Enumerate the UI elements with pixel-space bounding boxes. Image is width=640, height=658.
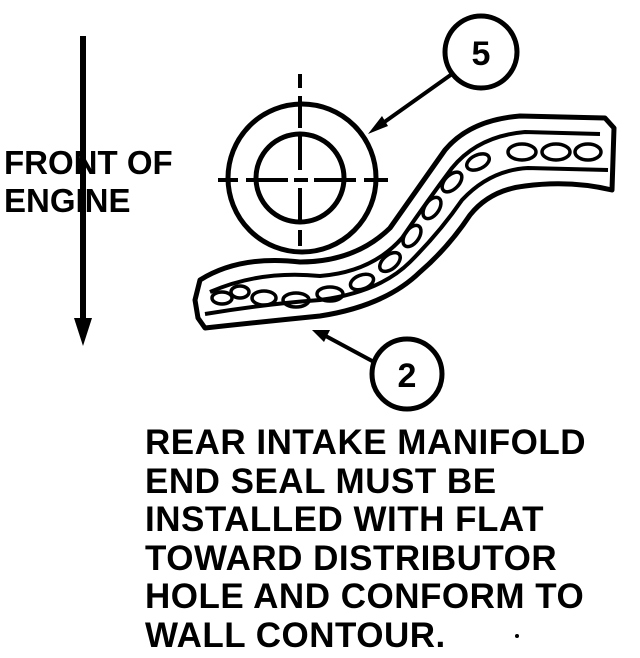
- direction-label-line2: ENGINE: [4, 182, 131, 219]
- callout-2-number: 2: [398, 357, 417, 395]
- caption-line-3: INSTALLED WITH FLAT: [145, 500, 544, 539]
- front-direction-arrow: [74, 36, 92, 346]
- distributor-hole: [218, 74, 388, 255]
- end-seal: [192, 113, 617, 331]
- direction-label-line1: FRONT OF: [4, 144, 173, 181]
- callout-5-number: 5: [472, 35, 491, 73]
- caption: REAR INTAKE MANIFOLD END SEAL MUST BE IN…: [145, 423, 625, 655]
- caption-line-1: REAR INTAKE MANIFOLD: [145, 423, 586, 462]
- caption-line-4: TOWARD DISTRIBUTOR: [145, 538, 558, 578]
- callout-2: 2: [312, 330, 445, 412]
- caption-line-2: END SEAL MUST BE: [145, 461, 497, 501]
- stray-mark: [515, 634, 519, 638]
- callout-5: 5: [368, 13, 520, 134]
- caption-line-5: HOLE AND CONFORM TO: [145, 577, 585, 616]
- caption-line-6: WALL CONTOUR.: [145, 615, 446, 655]
